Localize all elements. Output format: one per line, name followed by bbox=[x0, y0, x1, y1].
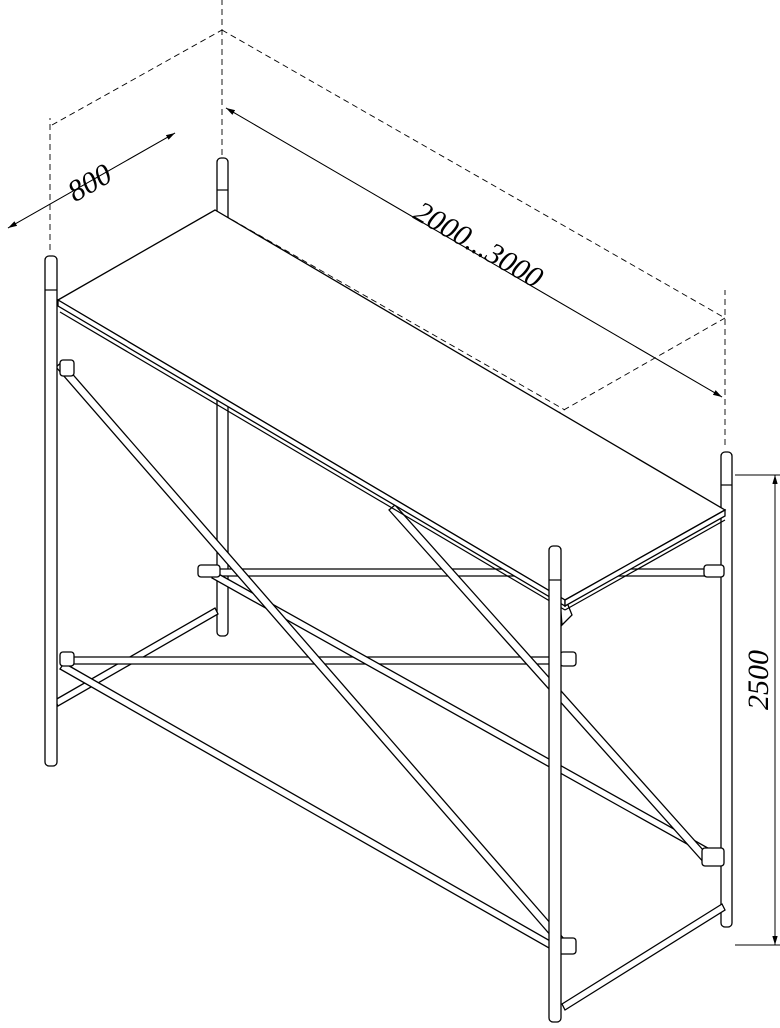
dimension-lines bbox=[7, 107, 778, 945]
deck-platform bbox=[56, 209, 727, 611]
height-dimension-label: 2500 bbox=[742, 650, 775, 710]
couplers bbox=[59, 359, 725, 955]
rails-and-braces bbox=[54, 361, 726, 1011]
front-posts bbox=[44, 255, 562, 1023]
